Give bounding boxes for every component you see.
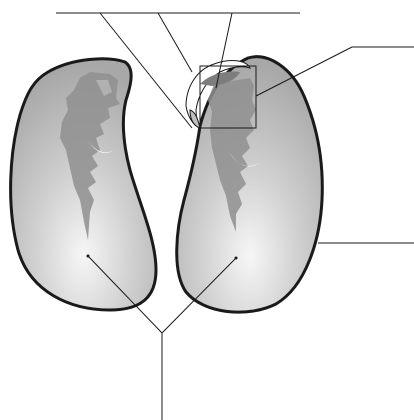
left-cotyledon (11, 59, 156, 310)
right-cotyledon (177, 57, 323, 312)
